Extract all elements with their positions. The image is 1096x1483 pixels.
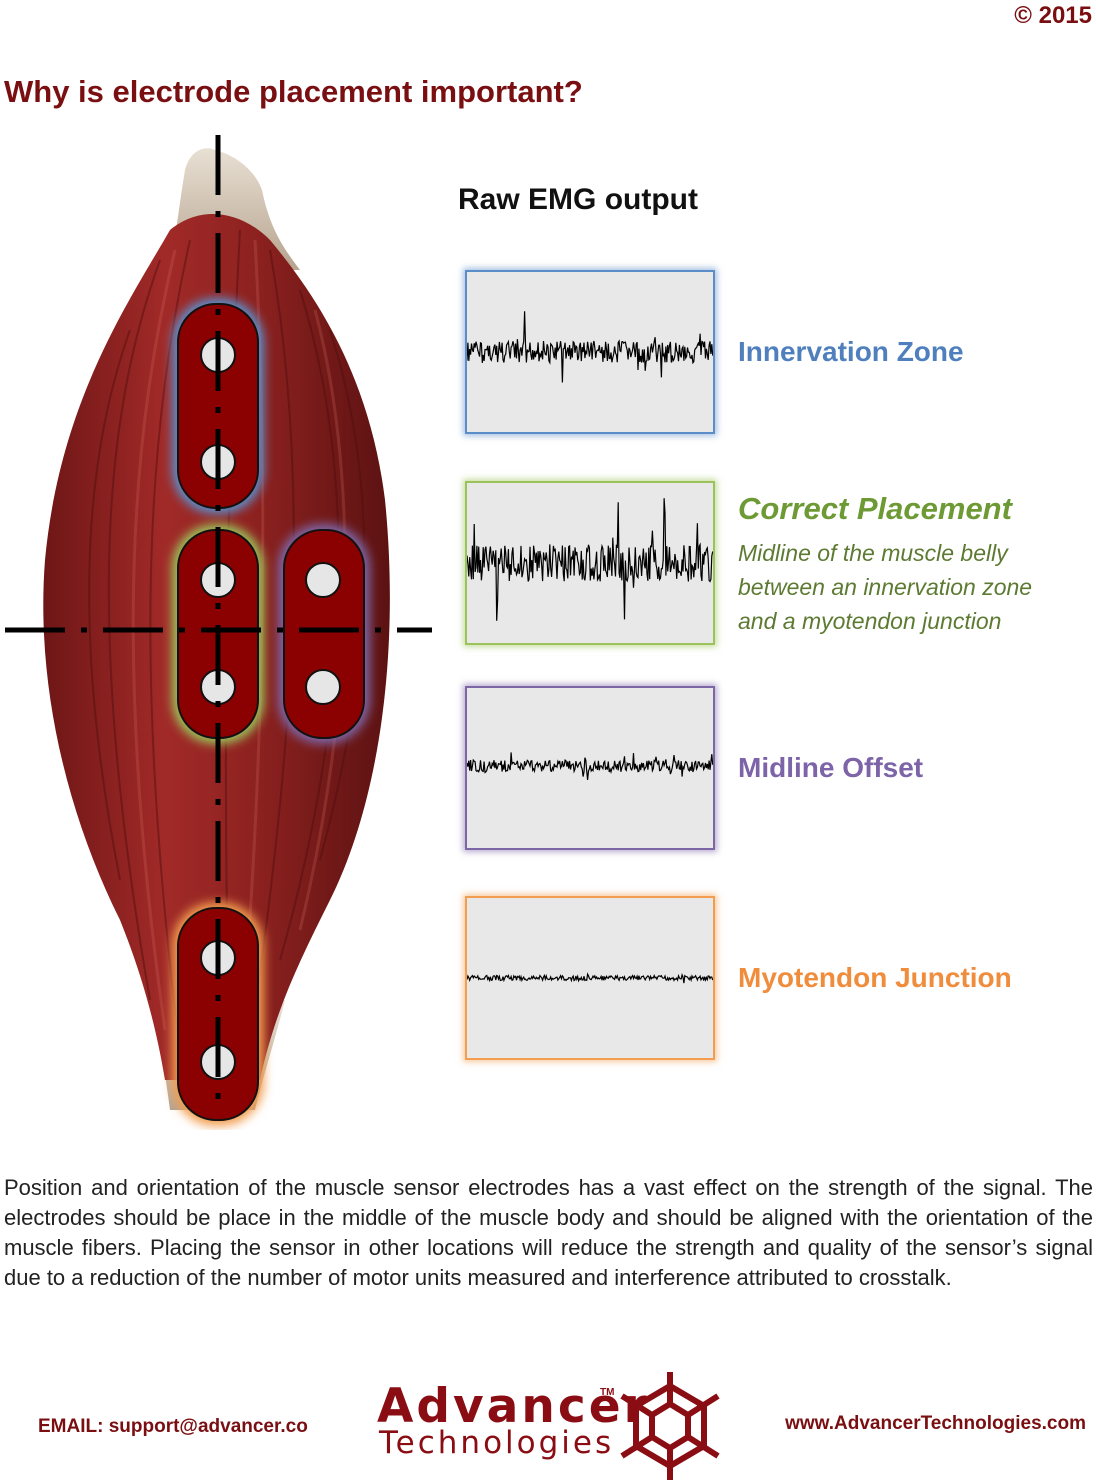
copyright: © 2015 — [1014, 2, 1092, 29]
description-line: and a myotendon junction — [738, 608, 1002, 634]
logo-wordmark: Advancer — [377, 1379, 650, 1434]
correct-placement-description: Midline of the muscle belly between an i… — [738, 536, 1032, 638]
footer-website-link[interactable]: www.AdvancerTechnologies.com — [785, 1413, 1086, 1434]
footer-email[interactable]: EMAIL: support@advancer.co — [38, 1416, 308, 1437]
emg-panel-myotendon — [465, 896, 715, 1060]
label-correct-placement: Correct Placement — [738, 491, 1012, 526]
emg-signal-innervation — [467, 311, 713, 383]
company-logo: Advancer TM Technologies — [373, 1379, 647, 1465]
logo-trademark: TM — [600, 1387, 615, 1398]
description-line: Midline of the muscle belly — [738, 540, 1008, 566]
emg-panel-innervation — [465, 270, 715, 434]
electrode-offset — [283, 529, 365, 739]
label-innervation-zone: Innervation Zone — [738, 336, 964, 367]
hexagon-logo-icon — [620, 1372, 720, 1480]
explanation-paragraph: Position and orientation of the muscle s… — [4, 1175, 1093, 1290]
emg-signal-myotendon — [467, 972, 713, 984]
label-myotendon-junction: Myotendon Junction — [738, 962, 1012, 993]
emg-signal-correct — [467, 498, 713, 621]
label-midline-offset: Midline Offset — [738, 752, 924, 783]
emg-signal-offset — [467, 752, 713, 780]
raw-emg-title: Raw EMG output — [458, 183, 698, 216]
logo-subtitle: Technologies — [379, 1425, 615, 1461]
description-line: between an innervation zone — [738, 574, 1033, 600]
emg-panel-correct — [465, 481, 715, 645]
page-title: Why is electrode placement important? — [4, 74, 583, 109]
emg-panel-offset — [465, 686, 715, 850]
muscle-illustration — [5, 135, 432, 1126]
